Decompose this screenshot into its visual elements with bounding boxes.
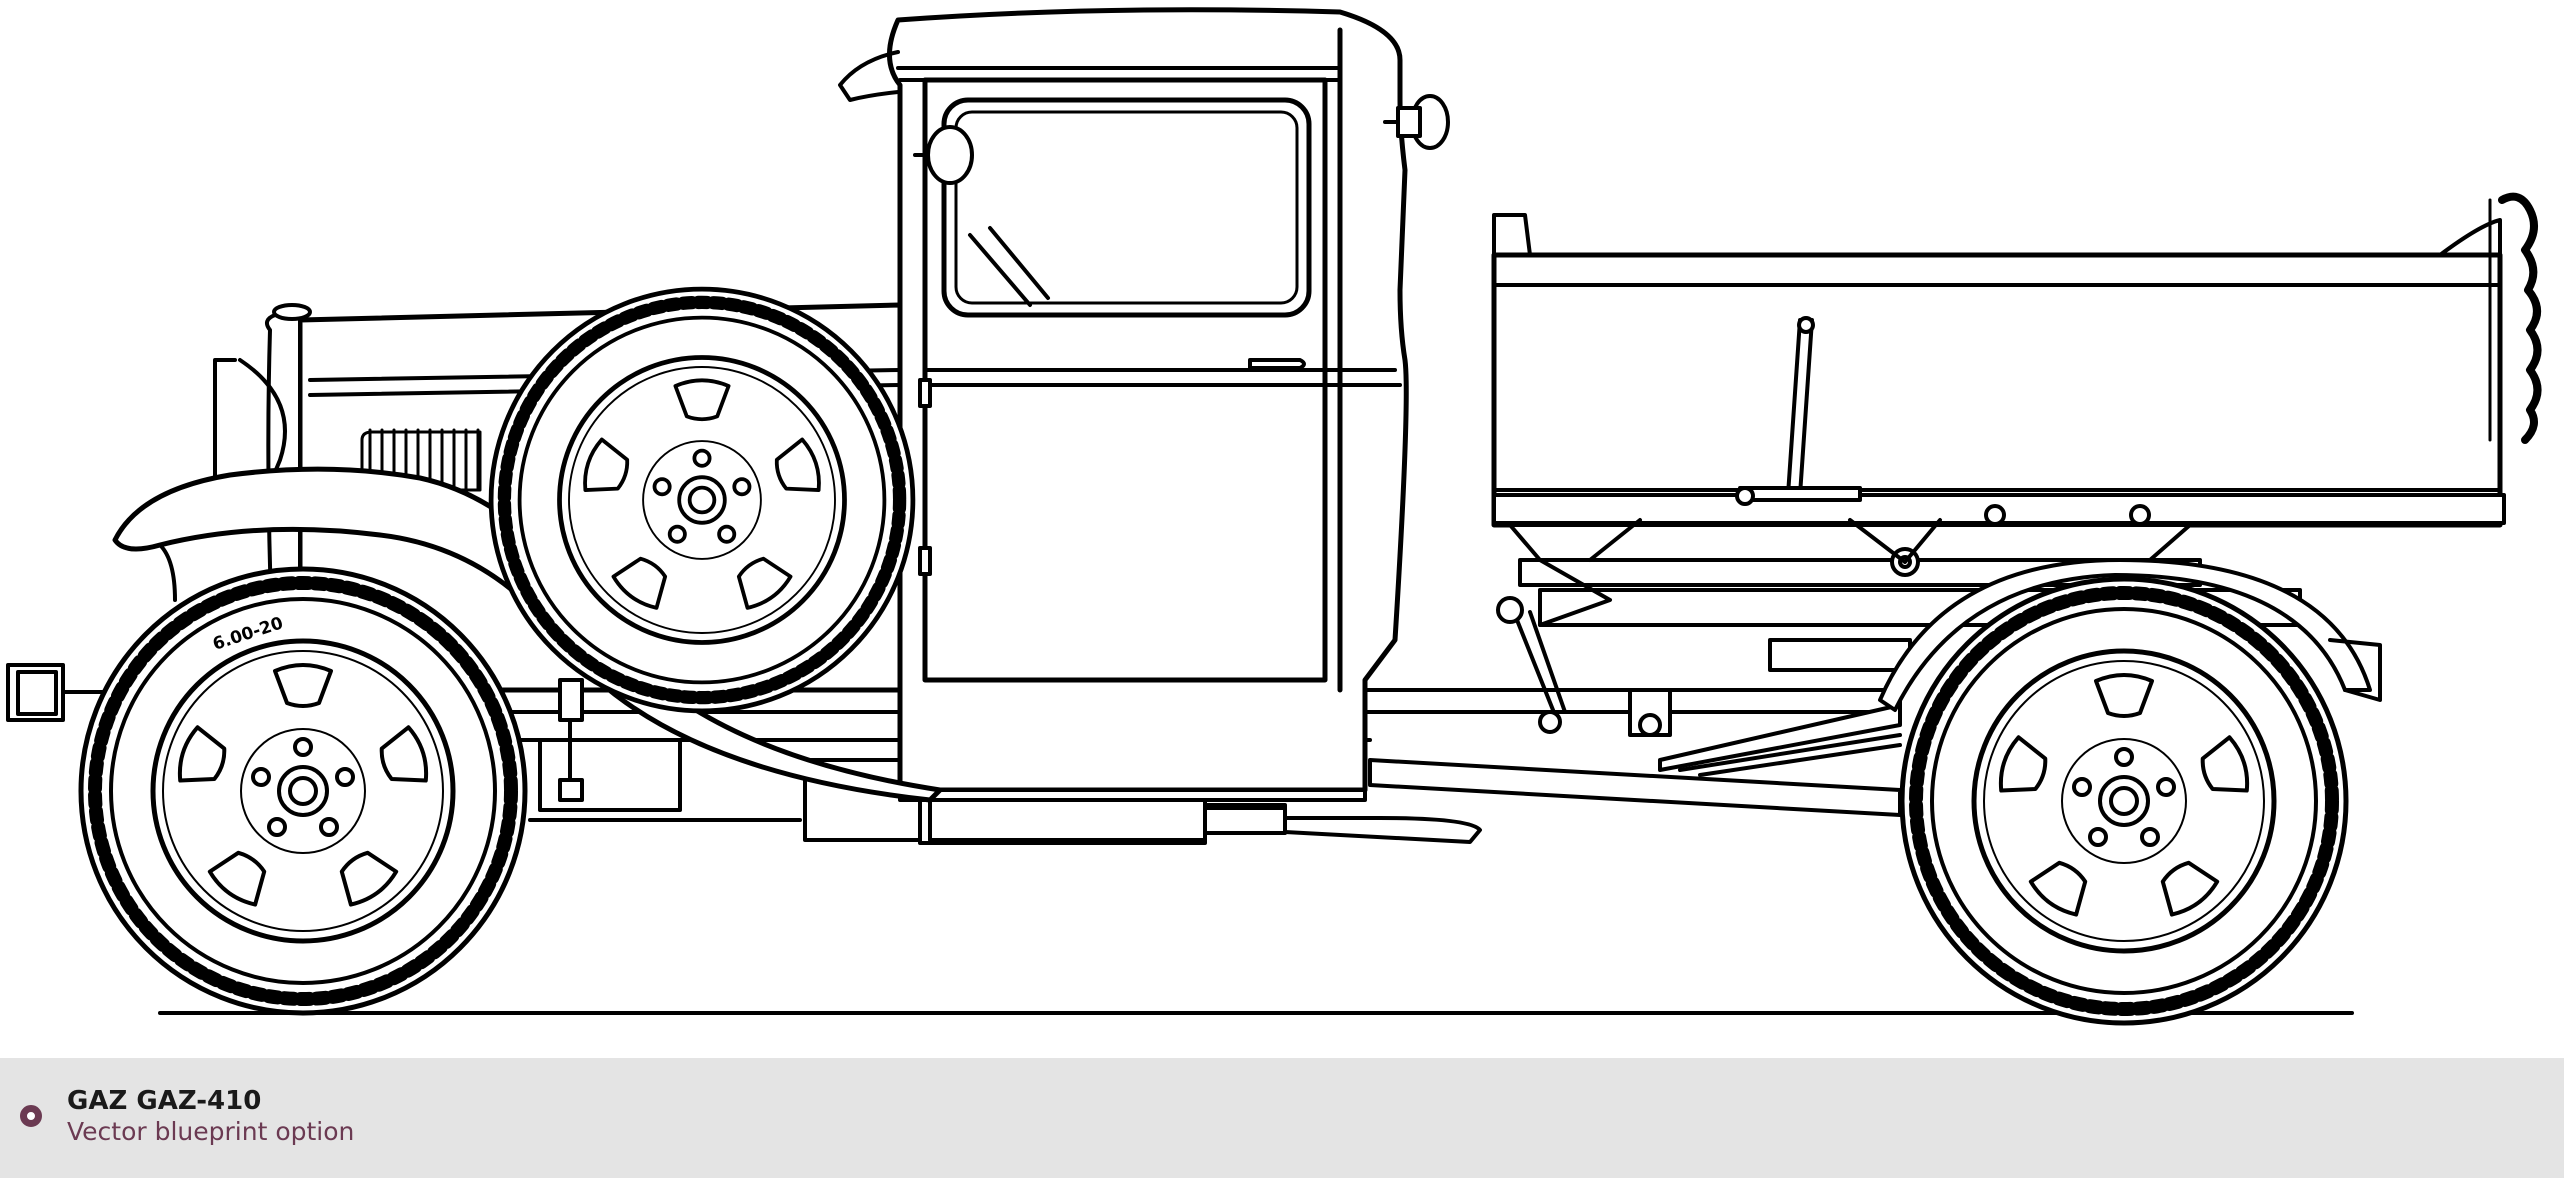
rear-leaf-spring <box>1628 688 1902 777</box>
truck-blueprint-drawing: 6.00-20 <box>6 7 2542 1030</box>
front-suspension <box>558 678 584 802</box>
option-radio-button[interactable] <box>20 1105 42 1127</box>
front-wheel <box>81 569 525 1013</box>
hood-louvres <box>360 428 482 492</box>
front-bumper <box>6 663 122 722</box>
rear-wheel <box>1902 579 2346 1023</box>
caption-subtitle: Vector blueprint option <box>67 1117 355 1146</box>
caption-title: GAZ GAZ-410 <box>67 1086 262 1116</box>
rear-fender <box>1878 558 2382 712</box>
caption-bar <box>0 1058 2564 1178</box>
cab <box>838 7 1450 842</box>
dump-bed <box>1491 192 2542 734</box>
spare-wheel <box>491 289 913 711</box>
